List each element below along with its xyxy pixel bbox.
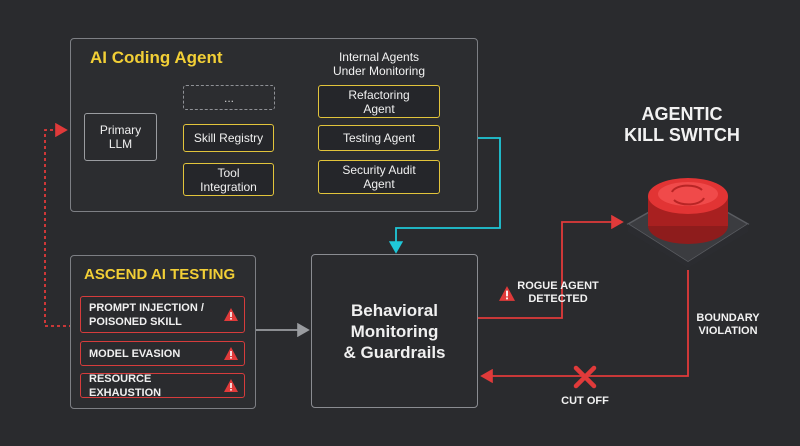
primary-llm-box: Primary LLM [84, 113, 157, 161]
test-prompt-injection: PROMPT INJECTION / POISONED SKILL [80, 296, 245, 333]
warning-icon [499, 286, 515, 301]
rogue-agent-label: ROGUE AGENT DETECTED [517, 280, 599, 305]
boundary-violation-label: BOUNDARY VIOLATION [696, 312, 760, 337]
test-label: PROMPT INJECTION / POISONED SKILL [89, 301, 204, 328]
kill-switch-title: AGENTIC KILL SWITCH [624, 104, 740, 145]
test-label: MODEL EVASION [89, 347, 181, 360]
warning-icon [224, 379, 238, 392]
warning-icon [224, 308, 238, 321]
test-model-evasion: MODEL EVASION [80, 341, 245, 366]
tool-integration-box: Tool Integration [183, 163, 274, 196]
warning-icon [224, 347, 238, 360]
test-label: RESOURCE EXHAUSTION [89, 372, 162, 399]
skill-registry-box: Skill Registry [183, 124, 274, 152]
security-audit-agent-box: Security Audit Agent [318, 160, 440, 194]
cutoff-x-icon [573, 365, 597, 389]
behavioral-monitoring-box: Behavioral Monitoring & Guardrails [311, 254, 478, 408]
test-resource-exhaustion: RESOURCE EXHAUSTION [80, 372, 245, 399]
internal-agents-header: Internal Agents Under Monitoring [332, 50, 426, 78]
kill-switch-button-icon[interactable] [622, 160, 754, 270]
refactoring-agent-box: Refactoring Agent [318, 85, 440, 118]
placeholder-box: ... [183, 85, 275, 110]
ascend-testing-title: ASCEND AI TESTING [84, 266, 236, 283]
cut-off-label: CUT OFF [561, 395, 609, 407]
coding-agent-title: AI Coding Agent [90, 48, 223, 67]
testing-agent-box: Testing Agent [318, 125, 440, 151]
